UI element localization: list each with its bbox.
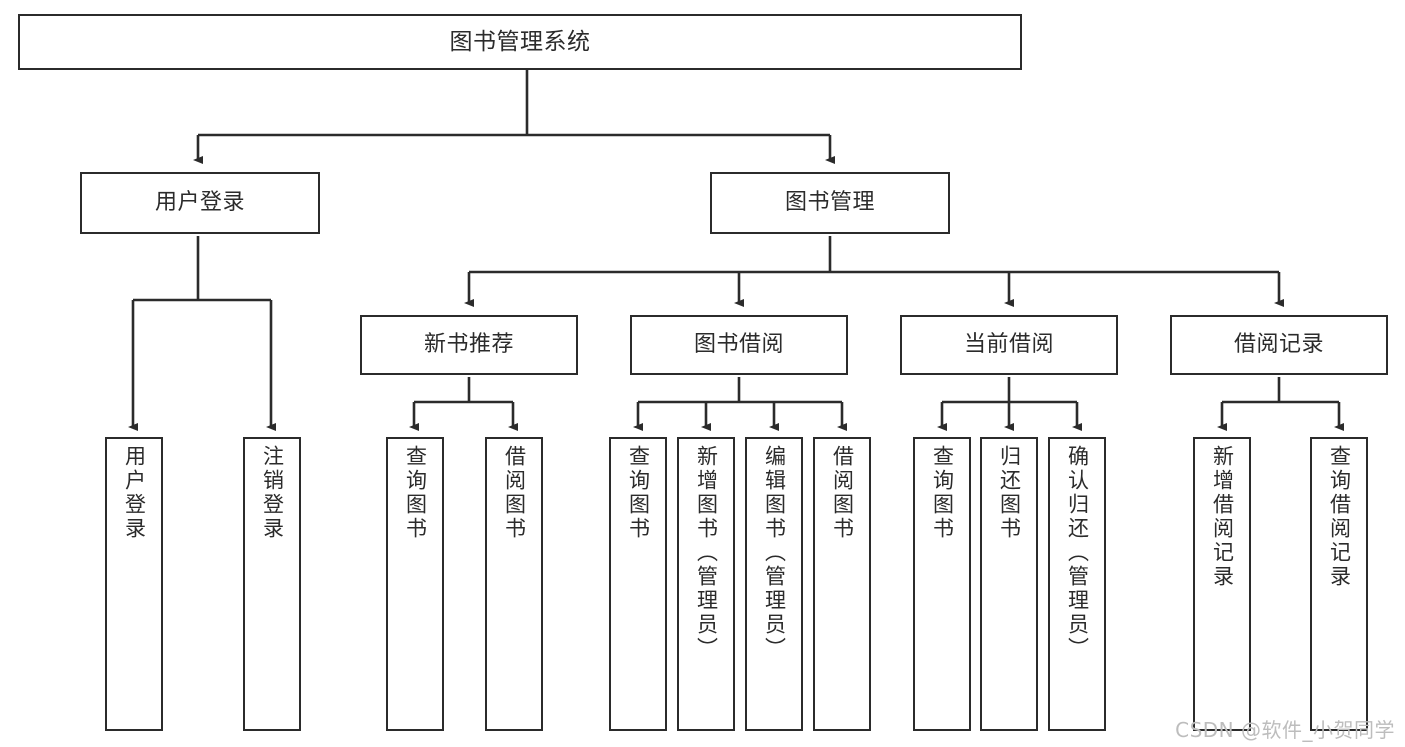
- node-label: 图书借阅: [693, 332, 784, 358]
- node-new-book-recommendation[interactable]: 新书推荐: [360, 315, 578, 375]
- leaf-query-book-current[interactable]: 查询图书: [913, 437, 971, 731]
- leaf-user-login[interactable]: 用户登录: [105, 437, 163, 731]
- leaf-return-book[interactable]: 归还图书: [980, 437, 1038, 731]
- node-label: 查询图书: [626, 445, 651, 541]
- node-label: 新增图书（管理员）: [694, 445, 719, 661]
- node-borrow-records[interactable]: 借阅记录: [1170, 315, 1388, 375]
- node-label: 归还图书: [997, 445, 1022, 541]
- leaf-borrow-book-recommendation[interactable]: 借阅图书: [485, 437, 543, 731]
- leaf-edit-book-admin[interactable]: 编辑图书（管理员）: [745, 437, 803, 731]
- leaf-query-borrow-record[interactable]: 查询借阅记录: [1310, 437, 1368, 731]
- leaf-query-book-recommendation[interactable]: 查询图书: [386, 437, 444, 731]
- leaf-add-book-admin[interactable]: 新增图书（管理员）: [677, 437, 735, 731]
- node-label: 用户登录: [122, 445, 147, 541]
- node-label: 借阅图书: [502, 445, 527, 541]
- node-label: 图书管理: [784, 190, 875, 216]
- node-label: 借阅记录: [1233, 332, 1324, 358]
- leaf-logout[interactable]: 注销登录: [243, 437, 301, 731]
- leaf-borrow-book[interactable]: 借阅图书: [813, 437, 871, 731]
- node-label: 借阅图书: [830, 445, 855, 541]
- node-current-borrow[interactable]: 当前借阅: [900, 315, 1118, 375]
- watermark-text: CSDN @软件_小贺同学: [1175, 718, 1395, 742]
- node-label: 查询图书: [403, 445, 428, 541]
- node-label: 新书推荐: [423, 332, 514, 358]
- node-label: 当前借阅: [963, 332, 1054, 358]
- node-label: 图书管理系统: [449, 28, 591, 55]
- leaf-add-borrow-record[interactable]: 新增借阅记录: [1193, 437, 1251, 731]
- node-book-borrow[interactable]: 图书借阅: [630, 315, 848, 375]
- node-label: 用户登录: [154, 190, 245, 216]
- leaf-query-book-borrow[interactable]: 查询图书: [609, 437, 667, 731]
- node-label: 注销登录: [260, 445, 285, 541]
- node-label: 编辑图书（管理员）: [762, 445, 787, 661]
- node-label: 查询图书: [930, 445, 955, 541]
- node-label: 新增借阅记录: [1210, 445, 1235, 589]
- node-user-login[interactable]: 用户登录: [80, 172, 320, 234]
- node-label: 查询借阅记录: [1327, 445, 1352, 589]
- leaf-confirm-return-admin[interactable]: 确认归还（管理员）: [1048, 437, 1106, 731]
- node-label: 确认归还（管理员）: [1065, 445, 1090, 661]
- node-book-management[interactable]: 图书管理: [710, 172, 950, 234]
- node-root-system[interactable]: 图书管理系统: [18, 14, 1022, 70]
